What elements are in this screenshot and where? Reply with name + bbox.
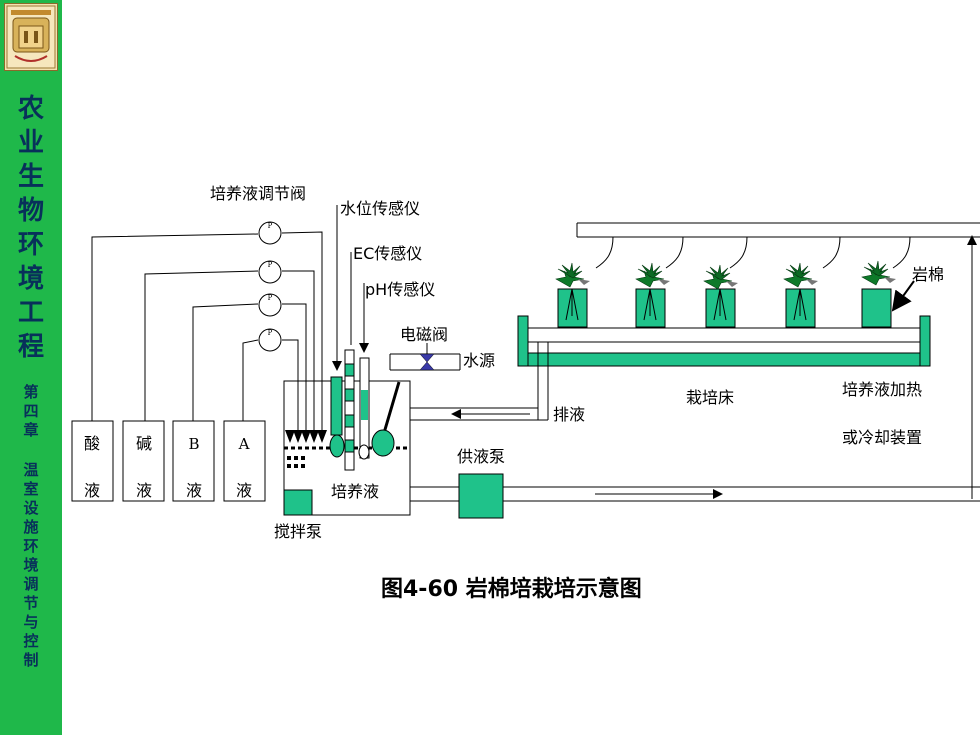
svg-text:P: P [268,329,273,337]
tank-a [223,420,266,502]
tank-a-label-bottom: 液 [236,481,252,500]
label-solenoid-valve: 电磁阀 [400,325,448,344]
sidebar: 农业生物环境工程 第四章 温室设施环境调节与控制 [0,0,62,735]
label-ph-sensor: pH传感仪 [365,280,435,299]
label-cultivation-bed: 栽培床 [686,388,734,407]
label-rockwool: 岩棉 [912,265,944,284]
svg-text:P: P [268,222,273,230]
label-regulating-valve: 培养液调节阀 [210,184,306,203]
cultivation-bed [517,315,931,367]
ec-sensor [344,349,355,471]
label-nutrient-solution: 培养液 [331,482,379,501]
label-heater-line1: 培养液加热 [842,380,922,399]
course-title: 农业生物环境工程 [17,94,44,362]
tank-acid-label-bottom: 液 [84,481,100,500]
label-drain: 排液 [553,405,585,424]
tank-acid [71,420,114,502]
dosing-pump-icon: P [258,221,282,245]
tank-base-label-bottom: 液 [136,481,152,500]
label-supply-pump: 供液泵 [457,447,505,466]
water-level-sensor [330,376,343,436]
rockwool-block [635,262,671,328]
rockwool-block [783,262,819,328]
dosing-pump-icon: P [258,293,282,317]
tank-b-label: B [188,435,199,453]
label-water-source: 水源 [463,351,495,370]
tank-a-label: A [238,435,250,453]
logo-emblem-icon [6,5,56,69]
rockwool-block [703,264,739,328]
label-heater-line2: 或冷却装置 [842,428,922,447]
svg-text:P: P [268,261,273,269]
university-logo [4,3,58,71]
svg-text:P: P [268,294,273,302]
dosing-pump-icon: P [258,328,282,352]
tank-b [172,420,215,502]
float-valve [371,429,395,457]
figure-caption: 图4-60 岩棉培栽培示意图 [381,576,642,602]
tank-base-label: 碱 [136,434,152,453]
tank-b-label-bottom: 液 [186,481,202,500]
chapter-title: 温室设施环境调节与控制 [23,461,39,669]
rockwool-block [861,260,897,328]
chapter-number: 第四章 [23,383,39,439]
label-water-level-sensor: 水位传感仪 [340,199,420,218]
label-stirring-pump: 搅拌泵 [274,522,322,541]
rockwool-block [555,262,591,328]
dosing-pump-icon: P [258,260,282,284]
supply-pump [458,473,504,519]
label-ec-sensor: EC传感仪 [353,244,422,263]
solenoid-valve-icon [419,353,435,371]
tank-acid-label: 酸 [84,434,100,453]
stirring-pump [283,489,313,516]
tank-base [122,420,165,502]
